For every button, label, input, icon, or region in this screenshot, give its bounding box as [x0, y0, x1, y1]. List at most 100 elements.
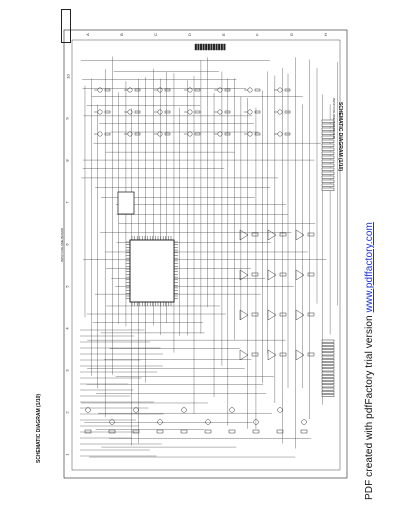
- transistor-symbol: [247, 87, 253, 93]
- connector-pin: [321, 365, 335, 369]
- connector-pin: [321, 339, 335, 343]
- connector-pin: [321, 387, 335, 391]
- page-id-box: [61, 9, 71, 43]
- resistor-symbol: [134, 88, 141, 92]
- connector-pin: [157, 419, 163, 425]
- ruler-letter: E: [220, 33, 226, 36]
- outer-border: [63, 29, 348, 479]
- header-pin: [220, 43, 223, 51]
- header-pin: [194, 43, 197, 51]
- resistor-symbol: [307, 352, 315, 357]
- wires: [80, 56, 338, 458]
- transistor-symbol: [217, 109, 223, 115]
- header-pin: [197, 43, 200, 51]
- transistor-symbol: [247, 109, 253, 115]
- connector-pin: [321, 362, 335, 365]
- connector-pin: [321, 175, 335, 179]
- connector-pin: [229, 407, 235, 413]
- connector-pin: [321, 119, 335, 123]
- ruler-number: 4: [64, 327, 70, 330]
- board-label: INPUT/VOLUME BOARD: [60, 227, 64, 262]
- connector-pin: [109, 419, 115, 425]
- opamp-symbol: [295, 349, 305, 361]
- resistor-symbol: [224, 88, 231, 92]
- main-ic-body: [129, 239, 175, 303]
- connector-pin: [321, 342, 335, 346]
- connector-pin: [321, 346, 335, 349]
- connector-pin: [321, 358, 335, 362]
- resistor-symbol: [279, 232, 287, 237]
- connector-pin: [321, 171, 335, 175]
- connector-pin: [321, 368, 335, 372]
- transistor-symbol: [187, 109, 193, 115]
- resistor-symbol: [194, 110, 201, 114]
- transistor-symbol: [277, 131, 283, 137]
- connector-pin: [321, 374, 335, 378]
- transistor-symbol: [157, 131, 163, 137]
- transistor-symbol: [247, 131, 253, 137]
- components: [84, 43, 335, 434]
- secondary-ic-body: [117, 191, 135, 215]
- connector-pin: [321, 159, 335, 163]
- opamp-symbol: [239, 229, 249, 241]
- connector-pin: [321, 163, 335, 167]
- resistor-symbol: [307, 312, 315, 317]
- ruler-letter: D: [186, 33, 192, 36]
- connector-pin: [181, 407, 187, 413]
- opamp-symbol: [267, 309, 277, 321]
- connector-pin: [321, 183, 335, 187]
- header-pin: [212, 43, 216, 51]
- resistor-symbol: [134, 110, 141, 114]
- connector-pin: [321, 355, 335, 359]
- connector-pin: [321, 123, 335, 127]
- connector-pin: [321, 143, 335, 147]
- connector-pin: [321, 394, 335, 397]
- connector-pin: [321, 384, 335, 388]
- connector-pin: [301, 419, 307, 425]
- resistor-symbol: [104, 110, 111, 114]
- header-pin: [210, 43, 213, 51]
- connector-pin: [321, 187, 335, 191]
- footer-link[interactable]: www.pdffactory.com: [364, 222, 375, 313]
- footer-text: PDF created with pdfFactory trial versio…: [364, 312, 375, 500]
- header-pin: [223, 43, 226, 51]
- resistor-symbol: [276, 429, 284, 434]
- resistor-symbol: [164, 88, 171, 92]
- resistor-symbol: [252, 429, 260, 434]
- header-pin: [202, 43, 205, 51]
- header-pin: [207, 43, 210, 51]
- resistor-symbol: [251, 232, 259, 237]
- resistor-symbol: [254, 88, 261, 92]
- connector-pin: [321, 381, 335, 385]
- resistor-symbol: [108, 429, 116, 434]
- connector-pin: [321, 139, 335, 143]
- opamp-symbol: [239, 309, 249, 321]
- ruler-letter: G: [289, 32, 295, 37]
- connector-pin: [321, 378, 335, 381]
- transistor-symbol: [97, 131, 103, 137]
- ruler-letter: F: [254, 33, 260, 36]
- resistor-symbol: [279, 272, 287, 277]
- ruler-number: 1: [64, 453, 70, 456]
- transistor-symbol: [97, 109, 103, 115]
- connector-pin: [321, 390, 335, 394]
- connector-pin: [205, 419, 211, 425]
- transistor-symbol: [277, 109, 283, 115]
- ruler-letter: C: [152, 33, 158, 36]
- resistor-symbol: [284, 88, 291, 92]
- header-pin: [215, 43, 218, 51]
- resistor-symbol: [164, 132, 171, 136]
- connector-pin: [85, 407, 91, 413]
- resistor-symbol: [104, 88, 111, 92]
- ruler-number: 2: [64, 411, 70, 414]
- right-title: SCHEMATIC DIAGRAM (1/10): [337, 102, 343, 172]
- resistor-symbol: [224, 110, 231, 114]
- connector-pin: [321, 135, 335, 139]
- resistor-symbol: [194, 132, 201, 136]
- ruler-number: 3: [64, 369, 70, 372]
- opamp-symbol: [239, 349, 249, 361]
- transistor-symbol: [277, 87, 283, 93]
- resistor-symbol: [251, 312, 259, 317]
- ruler-number: 9: [64, 117, 70, 120]
